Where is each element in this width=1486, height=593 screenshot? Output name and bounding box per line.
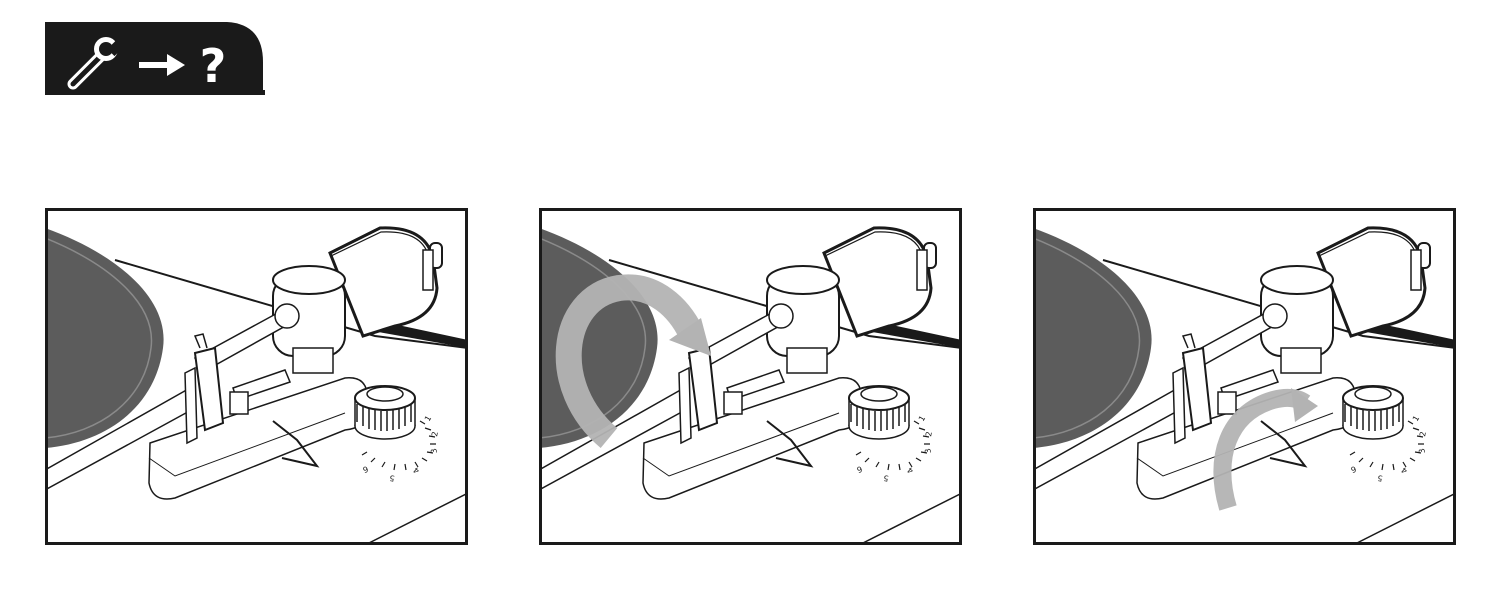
dial-scale-label: 2 <box>1418 431 1428 438</box>
dial-scale-label: 1 <box>1411 414 1421 423</box>
dial-scale-label: 6 <box>856 464 864 474</box>
dial-scale: 1 2 3 4 5 6 <box>1350 414 1428 483</box>
dial-scale-label: 3 <box>923 448 933 455</box>
curved-arrow-clockwise-icon <box>555 274 711 448</box>
dial-scale-label: 3 <box>1417 448 1427 455</box>
dial-scale-label: 2 <box>430 431 440 438</box>
dial-scale-label: 5 <box>389 473 396 483</box>
turntable-tonearm-illustration <box>45 226 468 545</box>
dial-scale-label: 1 <box>423 414 433 423</box>
step-2-panel: 1 2 3 4 5 6 <box>539 208 962 545</box>
dial-scale-label: 1 <box>917 414 927 423</box>
dial-scale-label: 6 <box>1350 464 1358 474</box>
wrench-icon <box>67 36 127 90</box>
panel-frame <box>1033 208 1456 545</box>
arrow-right-icon <box>139 54 185 76</box>
troubleshooting-header-tab: ? <box>45 22 265 100</box>
dial-scale-label: 3 <box>429 448 439 455</box>
dial-scale-label: 4 <box>906 465 916 475</box>
dial-scale-label: 4 <box>1400 465 1410 475</box>
question-mark: ? <box>200 39 227 93</box>
step-1-panel: 1 2 3 4 5 6 <box>45 208 468 545</box>
dial-scale-label: 2 <box>924 431 934 438</box>
panel-frame <box>45 208 468 545</box>
dial-scale-label: 4 <box>412 465 422 475</box>
dial-scale-label: 5 <box>883 473 890 483</box>
curved-arrow-clockwise-icon <box>1213 388 1318 511</box>
dial-scale: 1 2 3 4 5 6 <box>362 414 440 483</box>
turntable-tonearm-illustration <box>539 226 962 545</box>
step-3-panel: 1 2 3 4 5 6 <box>1033 208 1456 545</box>
turntable-tonearm-illustration <box>1033 226 1456 545</box>
panel-frame <box>539 208 962 545</box>
dial-scale-label: 6 <box>362 464 370 474</box>
dial-scale: 1 2 3 4 5 6 <box>856 414 934 483</box>
dial-scale-label: 5 <box>1377 473 1384 483</box>
